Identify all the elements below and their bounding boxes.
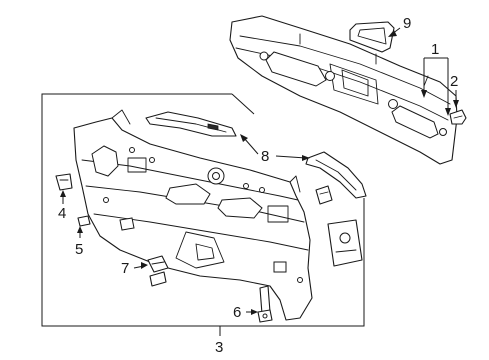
callout-7: 7 bbox=[121, 260, 129, 277]
clip-part-5 bbox=[77, 215, 91, 227]
arrow-6 bbox=[251, 309, 258, 315]
arrow-2 bbox=[453, 100, 459, 108]
callout-1: 1 bbox=[431, 41, 439, 58]
arrow-4 bbox=[60, 190, 66, 197]
assembly-3-frame-ext bbox=[231, 93, 255, 115]
arrow-1b bbox=[445, 108, 451, 116]
bracket-part-6 bbox=[257, 285, 273, 323]
callout-3: 3 bbox=[215, 339, 223, 356]
rear-body-panel-upper bbox=[229, 15, 458, 165]
callout-5: 5 bbox=[75, 241, 83, 258]
pad-part-9 bbox=[349, 21, 395, 53]
bracket-part-4 bbox=[55, 173, 73, 191]
callout-9: 9 bbox=[403, 15, 411, 32]
callout-6: 6 bbox=[233, 304, 241, 321]
bracket-part-7 bbox=[147, 255, 169, 287]
arrow-7 bbox=[141, 262, 148, 269]
leader-8a bbox=[243, 137, 259, 155]
arrow-9 bbox=[388, 30, 397, 37]
arrow-1a bbox=[421, 90, 427, 98]
callout-4: 4 bbox=[58, 205, 66, 222]
callout-2: 2 bbox=[450, 73, 458, 90]
leader-1 bbox=[423, 57, 449, 112]
plate bbox=[327, 219, 363, 267]
arrow-5 bbox=[77, 226, 83, 233]
arrow-8a bbox=[240, 134, 248, 142]
bracket-part-8-left bbox=[145, 111, 237, 137]
leader-8b bbox=[275, 155, 307, 159]
small-bracket bbox=[315, 185, 333, 205]
bracket-part-8-right bbox=[305, 151, 367, 199]
callout-8: 8 bbox=[261, 148, 269, 165]
assembly-3-frame bbox=[41, 93, 365, 327]
arrow-8b bbox=[302, 155, 310, 161]
rear-compartment-panel bbox=[73, 109, 313, 321]
clip-part-2 bbox=[449, 109, 467, 125]
